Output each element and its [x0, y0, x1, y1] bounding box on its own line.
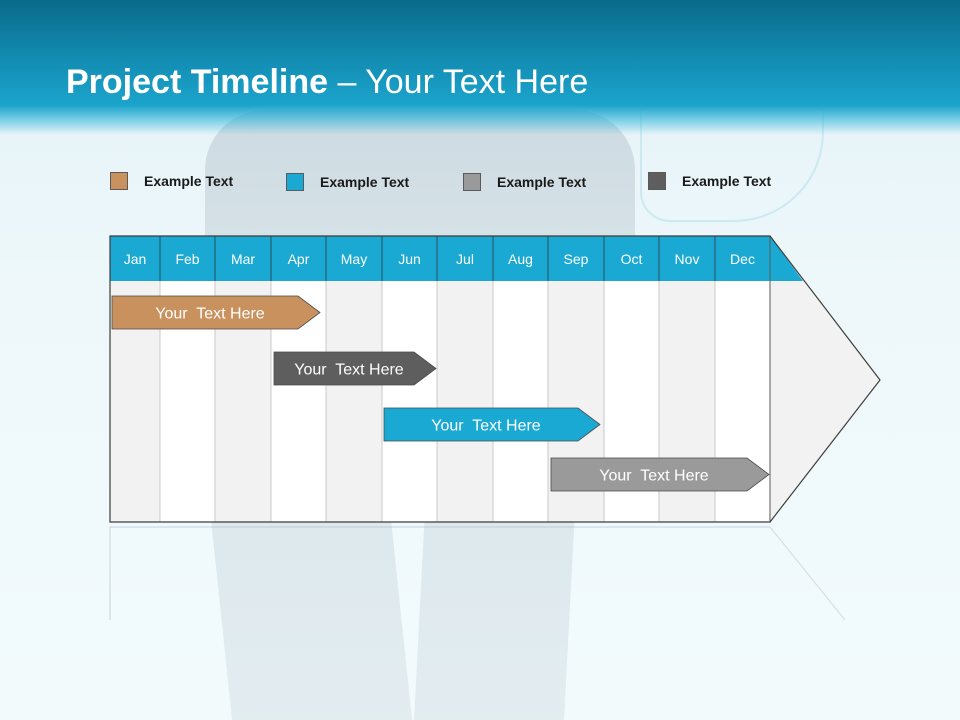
month-label: Nov: [675, 251, 700, 267]
legend-swatch: [286, 173, 304, 191]
month-label: Jul: [456, 251, 474, 267]
month-label: Jan: [124, 251, 147, 267]
legend-swatch: [463, 173, 481, 191]
timeline-arrow-outline: [109, 235, 881, 523]
task-bar: [550, 457, 770, 492]
task-label: Your Text Here: [599, 468, 709, 485]
month-label: Jun: [398, 251, 421, 267]
legend-item: Example Text: [463, 172, 586, 192]
month-label: Feb: [175, 251, 199, 267]
legend-label: Example Text: [682, 173, 772, 189]
month-label: Mar: [231, 251, 255, 267]
legend-swatch: [110, 172, 128, 190]
month-label: Sep: [564, 251, 589, 267]
month-column: [437, 281, 493, 522]
month-label: Aug: [508, 251, 533, 267]
slide-title: Project Timeline – Your Text Here: [66, 60, 588, 104]
month-column: [326, 281, 382, 522]
legend-item: Example Text: [110, 171, 233, 191]
legend-label: Example Text: [497, 174, 587, 190]
task-bar: [383, 407, 601, 442]
legend-swatch: [648, 172, 666, 190]
legend-item: Example Text: [648, 171, 771, 191]
legend-label: Example Text: [320, 174, 410, 190]
month-column: [493, 281, 548, 522]
legend-item: Example Text: [286, 172, 409, 192]
title-bold: Project Timeline: [66, 63, 329, 101]
month-header-band: [110, 236, 803, 281]
legend-label: Example Text: [144, 173, 234, 189]
month-label: May: [341, 251, 367, 267]
task-bar: [273, 351, 437, 386]
month-label: Oct: [621, 251, 643, 267]
task-label: Your Text Here: [431, 418, 541, 435]
month-column: [382, 281, 437, 522]
header-band: [0, 0, 960, 135]
task-label: Your Text Here: [155, 306, 265, 323]
arrow-head-fill: [770, 281, 880, 522]
month-label: Dec: [730, 251, 755, 267]
task-label: Your Text Here: [294, 362, 404, 379]
month-label: Apr: [288, 251, 310, 267]
title-rest: – Your Text Here: [328, 63, 589, 101]
reflection-line: [769, 526, 846, 621]
task-bar: [111, 295, 321, 330]
